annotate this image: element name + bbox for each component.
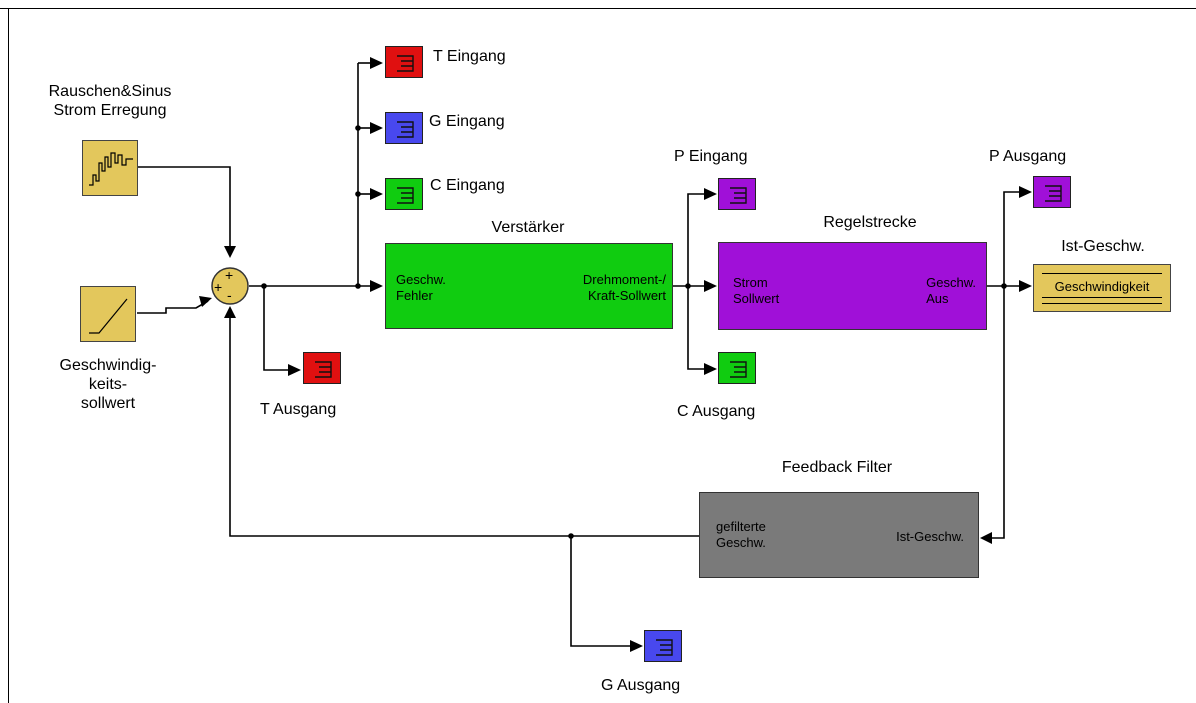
wire-to-c-ausgang: [687, 286, 705, 370]
scope-p-eingang-label: P Eingang: [674, 148, 748, 165]
arrow-feedback-in: [980, 532, 992, 544]
scope-icon: [730, 187, 747, 204]
wire-setpoint-to-sum: [137, 300, 209, 314]
scope-c-eingang-label: C Eingang: [430, 177, 505, 194]
scope-c-ausgang[interactable]: [718, 352, 756, 384]
plant-title: Regelstrecke: [823, 214, 917, 231]
scope-icon: [315, 361, 332, 378]
feedback-filter-in-port: Ist-Geschw.: [896, 529, 964, 544]
speed-setpoint-label: Geschwindig- keits- sollwert: [59, 357, 157, 412]
wire-noise-to-sum: [138, 166, 231, 248]
scope-icon: [656, 639, 673, 656]
plant-block[interactable]: Strom Sollwert Geschw. Aus: [718, 242, 987, 330]
arrow-g-ausgang: [630, 640, 643, 652]
scope-t-eingang[interactable]: [385, 46, 423, 78]
arrow-sum-top: [224, 246, 236, 258]
arrow-sum-left: [199, 296, 212, 307]
scope-p-eingang[interactable]: [718, 178, 756, 210]
ramp-icon: [89, 298, 128, 334]
sum-sign-top: +: [225, 267, 234, 283]
feedback-filter-title: Feedback Filter: [781, 459, 893, 476]
amplifier-out-port: Drehmoment-/ Kraft-Sollwert: [582, 272, 666, 303]
scope-icon: [397, 121, 414, 138]
amplifier-in-port: Geschw. Fehler: [396, 272, 446, 303]
arrow-c-eingang: [370, 188, 383, 200]
arrow-t-eingang: [370, 57, 383, 69]
amplifier-block[interactable]: Geschw. Fehler Drehmoment-/ Kraft-Sollwe…: [385, 243, 673, 329]
scope-p-ausgang[interactable]: [1033, 176, 1071, 208]
scope-icon: [730, 361, 747, 378]
sum-sign-left: +: [214, 279, 223, 295]
wire-to-p-ausgang: [1003, 191, 1020, 286]
noise-source-label: Rauschen&Sinus Strom Erregung: [48, 83, 172, 119]
arrow-g-eingang: [370, 122, 383, 134]
arrow-t-ausgang: [288, 364, 301, 376]
display-line-top: [1042, 273, 1162, 274]
scope-g-eingang-label: G Eingang: [429, 113, 505, 130]
sum-junction: [211, 267, 249, 305]
arrow-display-in: [1019, 280, 1032, 292]
noise-sine-source-block[interactable]: [82, 140, 138, 196]
wire-to-t-ausgang: [263, 286, 290, 371]
noise-signal-icon: [89, 152, 133, 186]
arrow-sum-bottom: [224, 306, 236, 318]
scope-icon: [397, 55, 414, 72]
feedback-filter-block[interactable]: gefilterte Geschw. Ist-Geschw.: [699, 492, 979, 578]
scope-icon: [1045, 185, 1062, 202]
scope-g-ausgang-label: G Ausgang: [601, 677, 681, 694]
speed-display-block[interactable]: Geschwindigkeit: [1033, 264, 1171, 312]
scope-c-eingang[interactable]: [385, 178, 423, 210]
plant-in-port: Strom Sollwert: [733, 275, 780, 306]
arrow-amplifier-in: [370, 280, 383, 292]
arrow-plant-in: [704, 280, 717, 292]
wire-to-feedback-filter: [992, 286, 1005, 539]
sum-sign-bottom: -: [227, 287, 232, 303]
speed-setpoint-block[interactable]: [80, 286, 136, 342]
arrow-c-ausgang: [704, 363, 717, 375]
arrow-p-eingang: [704, 188, 717, 200]
plant-out-port: Geschw. Aus: [926, 275, 976, 306]
arrow-p-ausgang: [1019, 186, 1032, 198]
display-title: Ist-Geschw.: [1061, 238, 1145, 255]
wire-to-p-eingang: [687, 193, 705, 286]
scope-t-ausgang[interactable]: [303, 352, 341, 384]
wire-to-g-ausgang: [570, 536, 631, 647]
display-value: Geschwindigkeit: [1054, 279, 1150, 294]
scope-t-eingang-label: T Eingang: [433, 48, 506, 65]
scope-t-ausgang-label: T Ausgang: [260, 401, 337, 418]
scope-g-ausgang[interactable]: [644, 630, 682, 662]
display-line-mid: [1042, 297, 1162, 298]
display-line-bottom: [1042, 303, 1162, 304]
scope-c-ausgang-label: C Ausgang: [677, 403, 756, 420]
feedback-filter-out-port: gefilterte Geschw.: [716, 519, 766, 550]
scope-g-eingang[interactable]: [385, 112, 423, 144]
scope-icon: [397, 187, 414, 204]
wire-feedback-to-sum: [229, 318, 699, 537]
scope-p-ausgang-label: P Ausgang: [989, 148, 1067, 165]
amplifier-title: Verstärker: [491, 219, 565, 236]
